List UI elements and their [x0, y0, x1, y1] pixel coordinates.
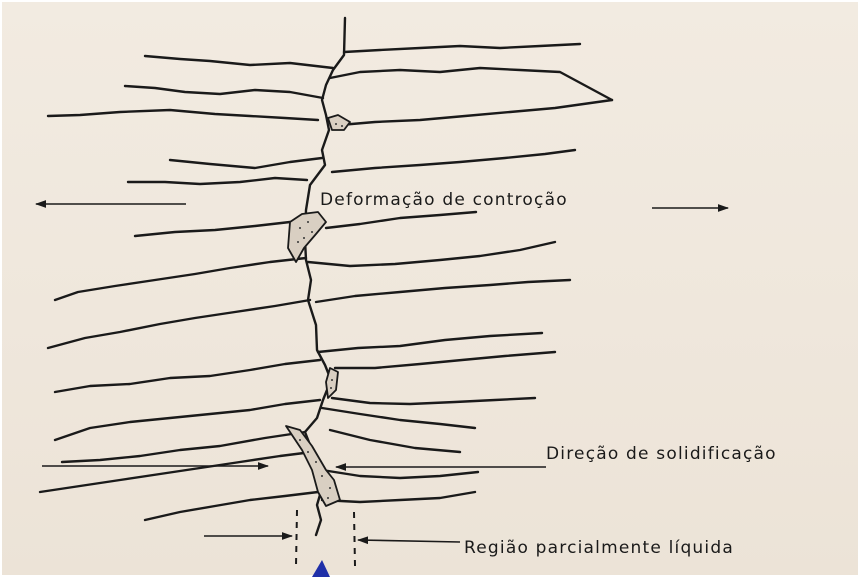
dendrite-arm — [135, 222, 290, 236]
dendrite-arm — [170, 158, 322, 168]
dendrite-arm — [344, 44, 580, 52]
dendrite-arm — [55, 360, 320, 392]
dendrite-arm — [55, 258, 306, 300]
dendrite-arm — [125, 86, 323, 98]
dendrite-arm — [316, 280, 570, 302]
dendrite-arm — [335, 352, 555, 368]
liquid-pocket — [326, 368, 338, 398]
dendrite-arm — [308, 242, 555, 266]
dendrite-arm — [332, 150, 575, 172]
blue-mark — [312, 560, 330, 577]
dendrite-arm — [326, 212, 476, 228]
dendrite-arm — [330, 430, 460, 452]
dendrite-arm — [330, 68, 612, 100]
dendrite-arm — [55, 400, 320, 440]
label-partial-liquid-region: Região parcialmente líquida — [464, 538, 734, 558]
partial-liquid-boundary-left — [296, 510, 297, 566]
partial-liquid-boundary-right — [354, 512, 355, 566]
dendrite-arm — [48, 300, 310, 348]
liquid-pocket — [288, 212, 326, 262]
dendrite-arm — [48, 110, 318, 120]
dendrite-arm — [318, 333, 542, 352]
dendrite-arm — [128, 178, 307, 184]
arrow-partial-liquid-right — [358, 540, 460, 542]
dendrite-arm — [145, 492, 318, 520]
label-solidification-direction: Direção de solidificação — [546, 444, 777, 464]
label-contraction: Deformação de controção — [320, 190, 568, 210]
dendrite-arm — [322, 470, 478, 478]
dendrite-arm — [340, 100, 612, 125]
dendrite-arm — [332, 398, 535, 404]
dendrite-arm — [322, 408, 475, 428]
dendrite-arm — [145, 56, 333, 68]
dendrite-arm — [40, 452, 312, 492]
liquid-pocket — [328, 115, 350, 130]
dendrite-arm — [322, 492, 475, 502]
